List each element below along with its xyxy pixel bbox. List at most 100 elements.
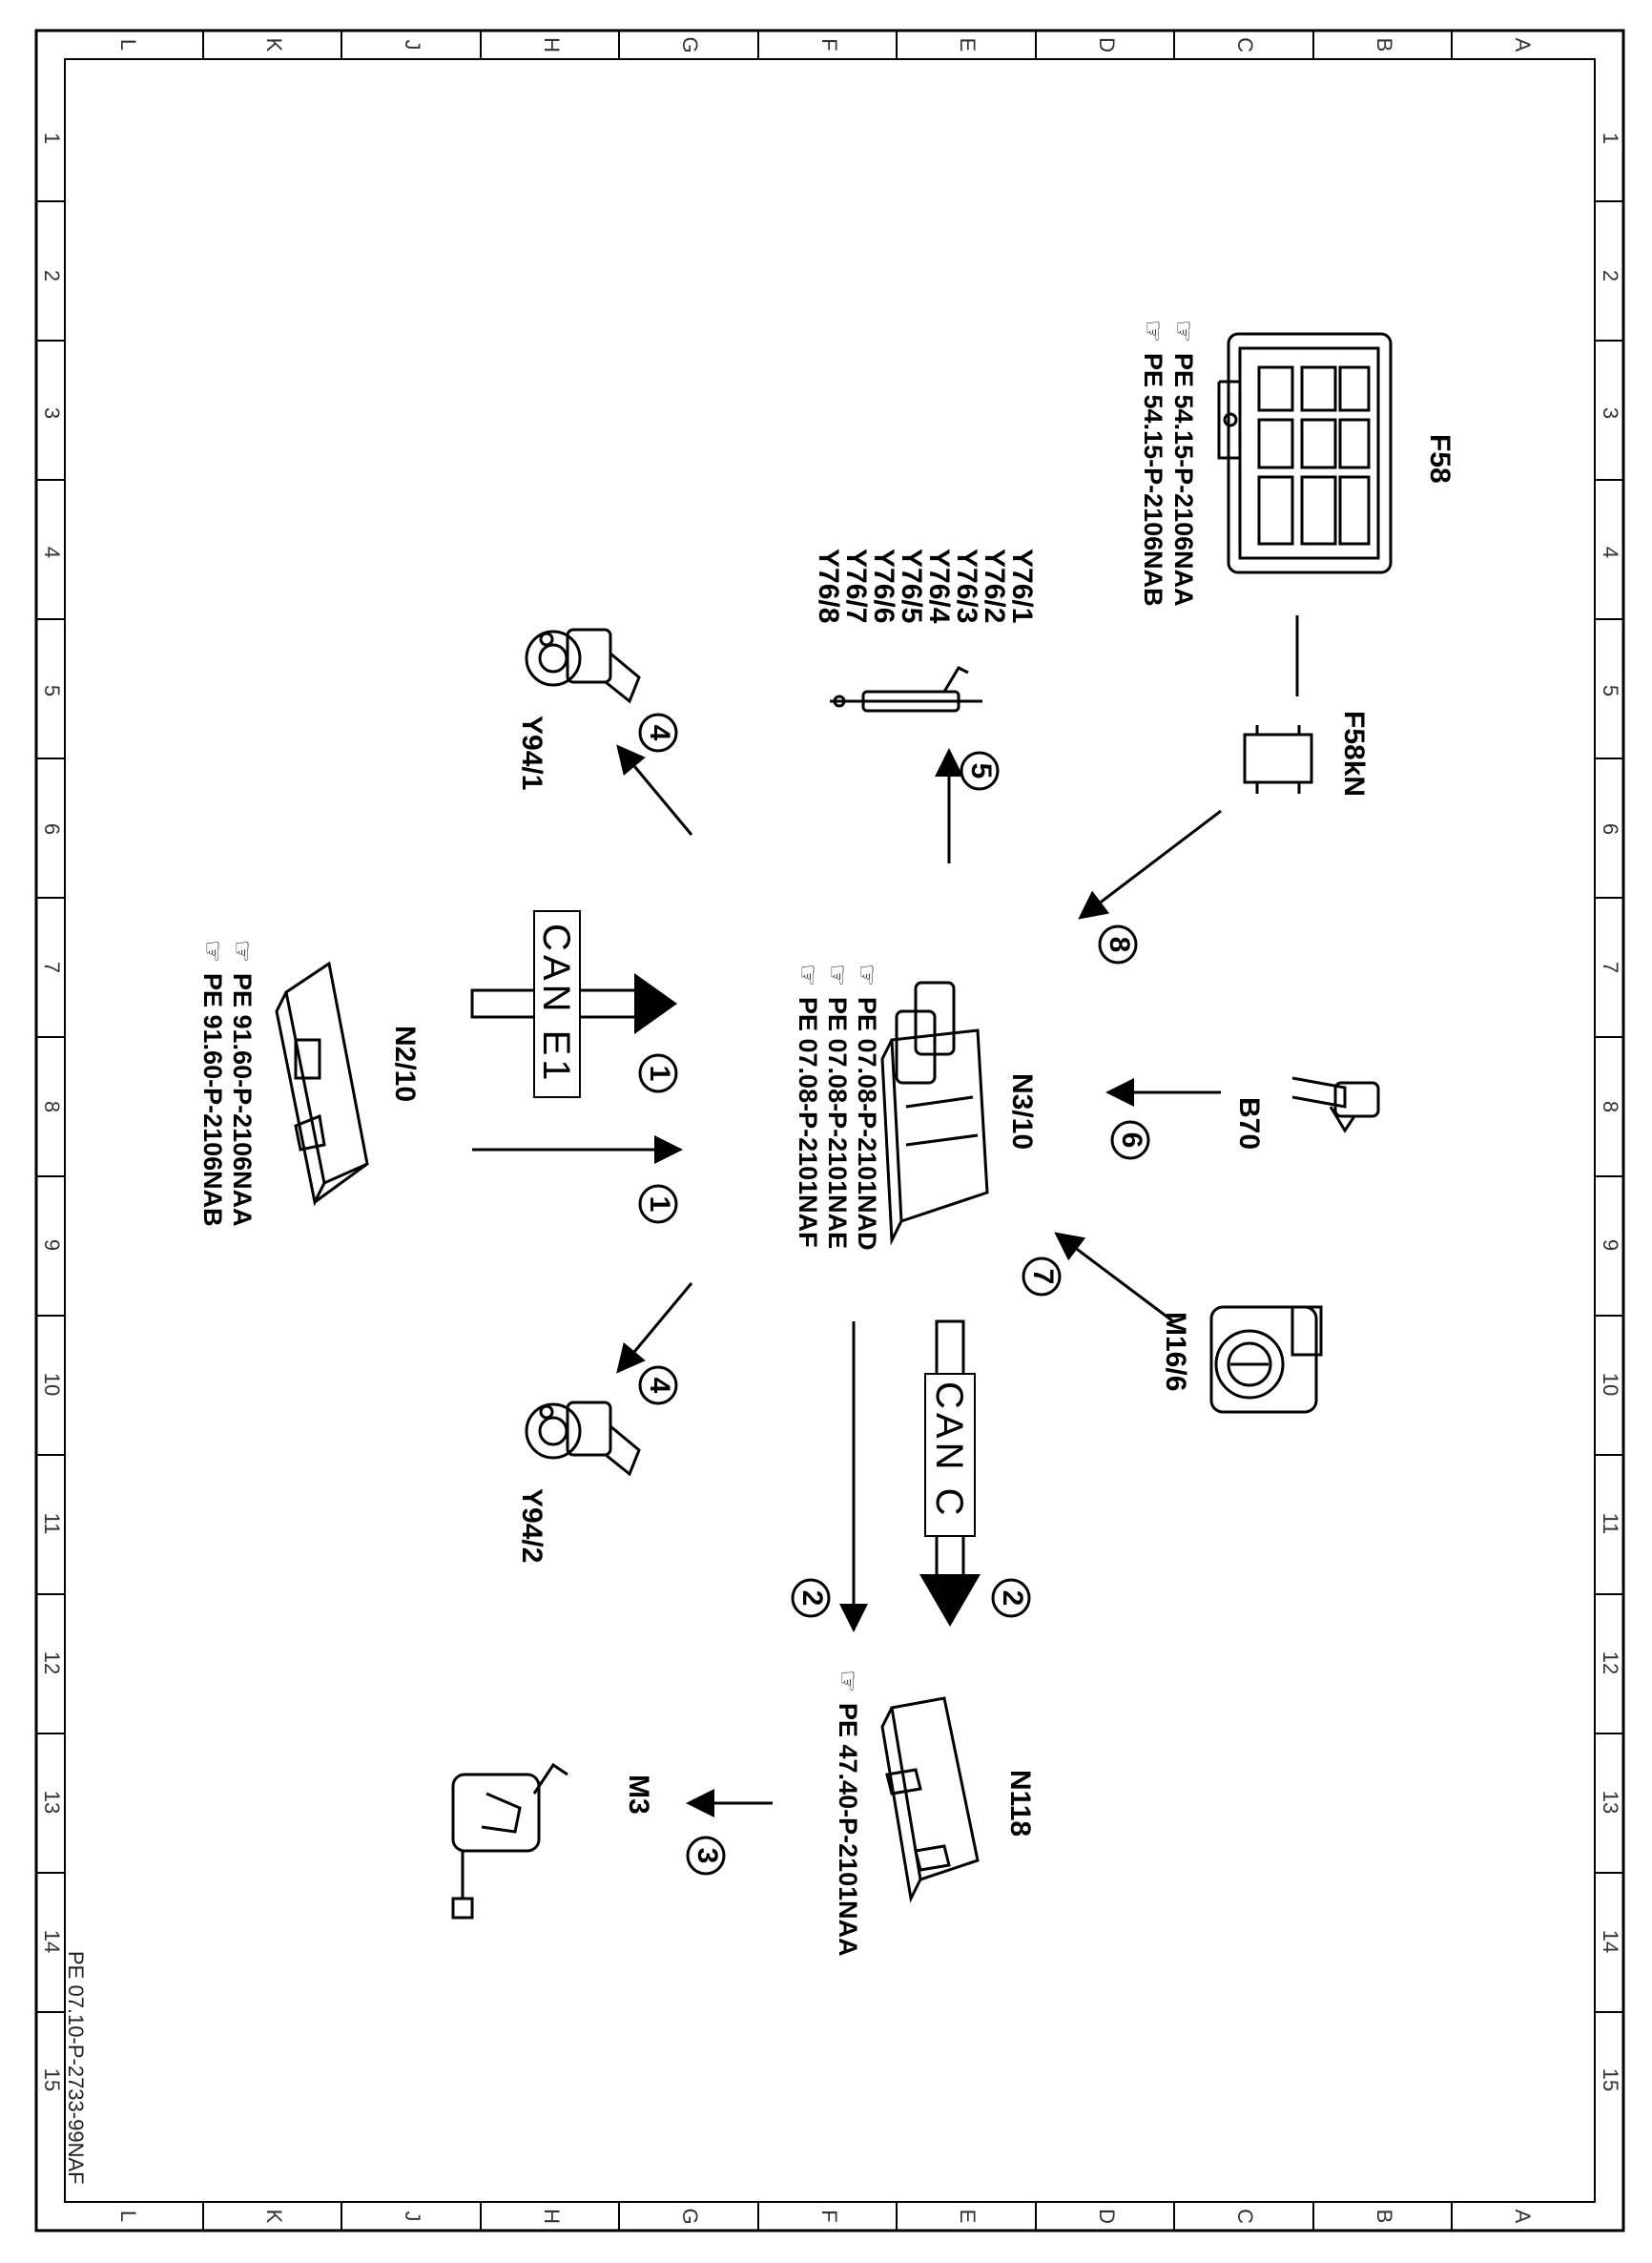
row-label: 15: [40, 2068, 64, 2091]
y94-2-label: Y94/2: [516, 1488, 547, 1563]
svg-text:6: 6: [1116, 1132, 1147, 1149]
can-e1-label: CAN E1: [535, 924, 577, 1085]
col-label: D: [1095, 2209, 1119, 2224]
b70-sensor-icon: [1291, 1076, 1380, 1133]
f58-refs: ☞ PE 54.15-P-2106NAA ☞ PE 54.15-P-2106NA…: [1139, 320, 1198, 607]
col-label: G: [678, 36, 702, 52]
y76-label-1: Y76/1: [1006, 549, 1038, 623]
n2-10-ref-2: PE 91.60-P-2106NAB: [198, 973, 227, 1227]
col-label: H: [540, 2209, 564, 2224]
inner-frame: [64, 58, 1596, 2203]
hand-pointer-icon: ☞: [823, 964, 852, 986]
number-circle-2a: 2: [791, 1578, 831, 1618]
hand-pointer-icon: ☞: [198, 940, 227, 963]
row-label: 8: [40, 1101, 64, 1112]
n118-module-icon: [880, 1696, 980, 1903]
number-circle-5: 5: [960, 751, 1000, 791]
m3-pump-icon: [451, 1762, 568, 1920]
col-label: B: [1373, 38, 1396, 52]
hand-pointer-icon: ☞: [1139, 320, 1167, 343]
row-label: 10: [40, 1373, 64, 1396]
row-label: 6: [1599, 823, 1622, 835]
f58-ref-2: PE 54.15-P-2106NAB: [1139, 353, 1167, 607]
number-circle-4b: 4: [638, 1365, 678, 1405]
n3-10-refs: ☞ PE 07.08-P-2101NAD ☞ PE 07.08-P-2101NA…: [794, 964, 881, 1251]
number-circle-6: 6: [1110, 1120, 1150, 1160]
row-label: 12: [1599, 1651, 1622, 1674]
col-label: H: [540, 37, 564, 52]
row-label: 7: [40, 962, 64, 973]
svg-text:4: 4: [644, 1378, 675, 1394]
row-label: 2: [40, 270, 64, 281]
column-labels-bottom: L K J H G F E D C B A: [116, 2208, 1535, 2224]
y94-1-label: Y94/1: [516, 716, 547, 790]
col-label: L: [116, 2211, 140, 2222]
row-labels-left: 1 2 3 4 5 6 7 8 9 10 11 12 13 14 15: [40, 133, 64, 2091]
row-label: 13: [40, 1791, 64, 1814]
m16-6-throttle-icon: [1209, 1305, 1323, 1414]
col-label: F: [817, 38, 841, 51]
can-e1-bus: CAN E1: [470, 910, 677, 1098]
row-label: 5: [40, 685, 64, 696]
col-label: E: [956, 2210, 980, 2224]
y76-label-7: Y76/7: [840, 549, 872, 623]
svg-text:3: 3: [692, 1848, 723, 1864]
row-label: 3: [40, 407, 64, 419]
svg-text:5: 5: [965, 763, 997, 779]
number-circle-2b: 2: [991, 1578, 1031, 1618]
y76-label-6: Y76/6: [868, 549, 899, 623]
m3-label: M3: [623, 1775, 654, 1815]
col-label: G: [678, 2208, 702, 2224]
col-label: J: [401, 2211, 424, 2222]
n3-10-ref-3: PE 07.08-P-2101NAF: [794, 997, 822, 1248]
arrow-4b: [616, 1282, 693, 1374]
n118-refs: ☞ PE 47.40-P-2101NAA: [834, 1670, 862, 1957]
n3-10-ref-1: PE 07.08-P-2101NAD: [853, 997, 881, 1251]
row-label: 2: [1599, 270, 1622, 281]
m16-6-label: M16/6: [1160, 1312, 1191, 1391]
row-label: 12: [40, 1651, 64, 1674]
signal-arrows: [472, 744, 1222, 1817]
row-label: 14: [40, 1930, 64, 1953]
svg-text:7: 7: [1027, 1269, 1059, 1285]
row-label: 3: [1599, 407, 1622, 419]
column-grid: [202, 31, 1453, 2231]
row-label: 15: [1599, 2068, 1622, 2091]
svg-text:1: 1: [644, 1196, 675, 1213]
col-label: K: [262, 38, 286, 52]
col-label: E: [956, 38, 980, 52]
hand-pointer-icon: ☞: [853, 964, 881, 986]
col-label: D: [1095, 37, 1119, 52]
row-label: 14: [1599, 1930, 1622, 1953]
y76-label-3: Y76/3: [951, 549, 982, 623]
n2-10-module-icon: [275, 961, 369, 1207]
col-label: A: [1511, 38, 1535, 52]
svg-text:1: 1: [644, 1066, 675, 1082]
arrow-number-circles: 8 5 4 4 1 1 6 7 2 2 3: [638, 713, 1150, 1876]
arrow-7: [1054, 1232, 1174, 1323]
col-label: A: [1511, 2210, 1535, 2224]
y94-1-valve-icon: [525, 628, 641, 704]
row-label: 5: [1599, 685, 1622, 696]
n2-10-refs: ☞ PE 91.60-P-2106NAA ☞ PE 91.60-P-2106NA…: [198, 940, 257, 1227]
number-circle-7: 7: [1022, 1256, 1062, 1297]
svg-text:4: 4: [644, 725, 675, 741]
col-label: C: [1233, 2209, 1257, 2224]
row-label: 11: [1599, 1513, 1622, 1535]
row-label: 6: [40, 823, 64, 835]
n118-ref-1: PE 47.40-P-2101NAA: [834, 1703, 862, 1957]
row-label: 7: [1599, 962, 1622, 973]
y76-label-8: Y76/8: [813, 549, 844, 623]
f58-fuse-box-icon: [1217, 332, 1393, 574]
svg-text:2: 2: [997, 1590, 1028, 1607]
col-label: L: [116, 39, 140, 51]
f58kn-label: F58kN: [1338, 711, 1370, 797]
row-label: 4: [1599, 547, 1622, 558]
n2-10-label: N2/10: [389, 1026, 421, 1102]
col-label: C: [1233, 37, 1257, 52]
row-label: 8: [1599, 1101, 1622, 1112]
y76-label-4: Y76/4: [923, 549, 955, 624]
row-label: 1: [1599, 133, 1622, 144]
n3-10-ref-2: PE 07.08-P-2101NAE: [823, 997, 852, 1249]
row-label: 13: [1599, 1791, 1622, 1814]
